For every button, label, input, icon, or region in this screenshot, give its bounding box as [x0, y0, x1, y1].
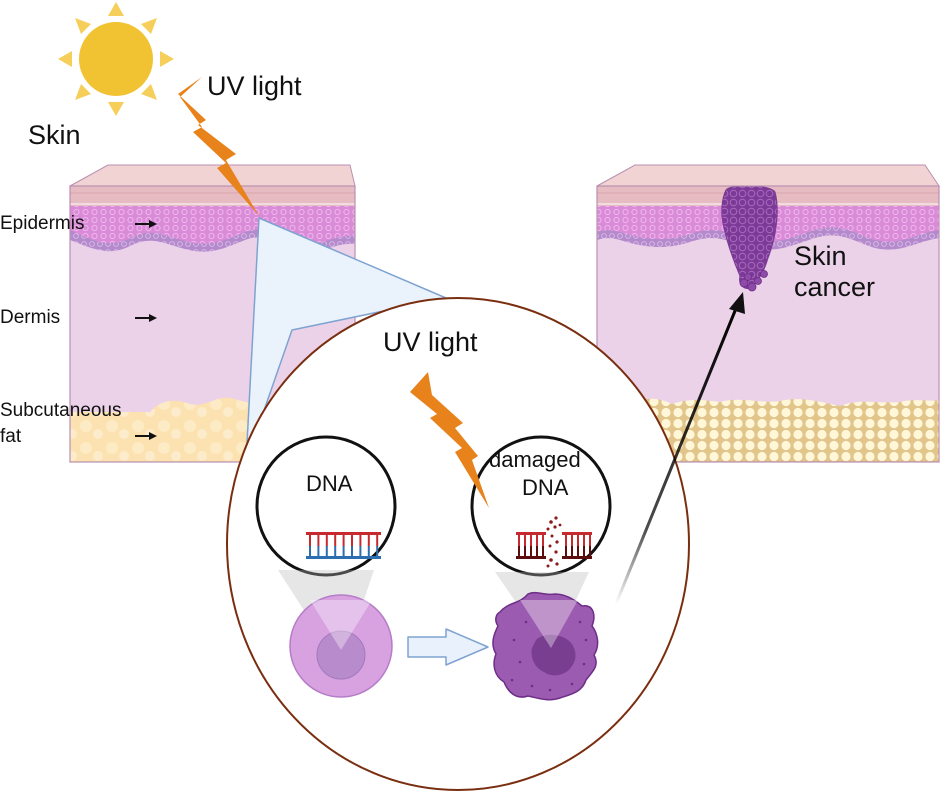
dermis-label: Dermis — [0, 307, 61, 328]
skin-cancer-label-line1: Skin — [794, 241, 847, 271]
epidermis-label: Epidermis — [0, 213, 85, 234]
inset-circle — [226, 297, 690, 791]
transition-arrow — [407, 628, 489, 666]
sun-icon — [58, 2, 174, 116]
damaged-dna-label-line1: damaged — [489, 447, 581, 472]
normal-cell — [289, 594, 393, 698]
damaged-dna-label-line2: DNA — [522, 475, 569, 500]
fat-arrow-icon — [135, 432, 157, 440]
lightning-icon-top — [178, 77, 259, 216]
uv-light-label: UV light — [207, 71, 302, 101]
skin-block-cancer — [596, 164, 940, 463]
skin-cancer-label-line2: cancer — [794, 272, 876, 302]
cancer-cell — [492, 591, 599, 701]
subcutaneous-fat-label-line1: Subcutaneous — [0, 400, 122, 421]
dermis-arrow-icon — [135, 314, 157, 322]
epidermis-arrow-icon — [135, 220, 157, 228]
damaged-dna-zoom-circle — [470, 435, 612, 577]
dna-icon — [306, 532, 381, 559]
zoom-cone — [245, 217, 447, 463]
dna-zoom-circle — [255, 435, 397, 577]
inset-uv-light-label: UV light — [383, 327, 478, 357]
skin-label: Skin — [28, 120, 81, 150]
progression-arrow — [614, 292, 745, 605]
damaged-dna-icon — [516, 516, 592, 568]
lightning-icon-inset — [410, 372, 489, 508]
dna-label: DNA — [306, 471, 353, 496]
subcutaneous-fat-label-line2: fat — [0, 426, 22, 447]
